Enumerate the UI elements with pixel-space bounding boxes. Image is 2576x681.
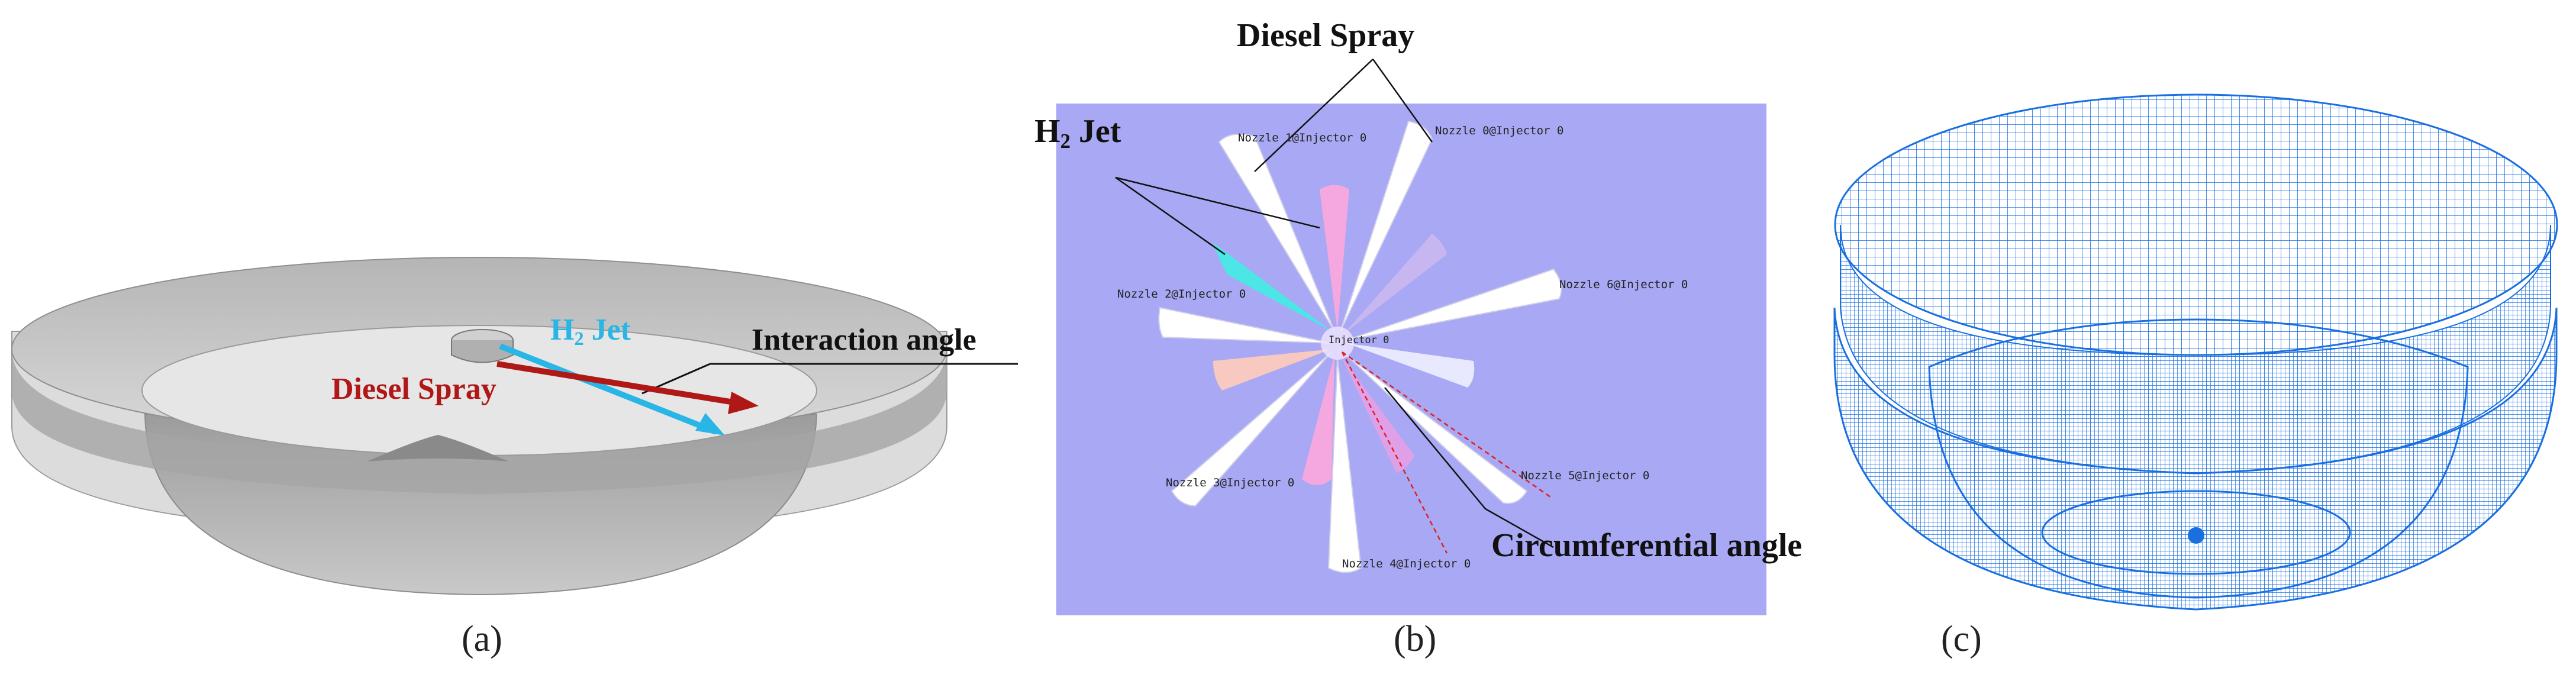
injector-stub-body <box>451 340 514 363</box>
h2-leader-1 <box>1115 176 1320 229</box>
caption-a: (a) <box>462 619 502 659</box>
bowl-pip <box>367 435 509 461</box>
h2-jet-label-b: H2 Jet <box>1034 113 1121 153</box>
diesel-leader-1 <box>1254 59 1374 172</box>
h2-jet-peach <box>1213 349 1331 390</box>
chamber-geometry-drawing <box>11 257 1018 596</box>
h2-jet-lavender <box>1343 234 1447 334</box>
diesel-spray-arrow-line <box>496 361 734 405</box>
hydrogen-jets <box>1213 185 1475 485</box>
diesel-plume-2 <box>1158 306 1332 344</box>
mesh-bowl-floor-ring <box>2041 490 2351 575</box>
diesel-spray-label-a: Diesel Spray <box>331 372 496 406</box>
diesel-plumes <box>1158 120 1562 573</box>
dark-band <box>12 349 947 494</box>
circumferential-angle-lines <box>1341 351 1551 554</box>
h2-jet-pink-bottom <box>1302 355 1334 485</box>
injector-center <box>1321 327 1354 360</box>
diesel-plume-5 <box>1346 354 1528 504</box>
diesel-leader-2 <box>1372 59 1433 143</box>
h2-jet-arrowhead <box>695 413 725 435</box>
nozzle-label-0: Nozzle 0@Injector 0 <box>1435 124 1564 137</box>
mesh-drawing <box>1833 93 2558 611</box>
h2-jet-cyan <box>1213 243 1331 331</box>
injector-center-label: Injector 0 <box>1329 334 1389 346</box>
nozzle-label-1: Nozzle 1@Injector 0 <box>1238 131 1367 144</box>
h2-leader-2 <box>1115 176 1226 256</box>
nozzle-label-3: Nozzle 3@Injector 0 <box>1166 476 1295 489</box>
circ-leader <box>1384 387 1486 509</box>
caption-c: (c) <box>1941 619 1982 659</box>
mesh-bowl <box>1928 318 2469 599</box>
mesh-center-point <box>2188 527 2204 544</box>
circ-leader-tail <box>1485 508 1554 548</box>
h2-jet-label-a: H2 Jet <box>550 313 631 350</box>
diesel-spray-arrowhead <box>728 392 759 414</box>
nozzle-label-2: Nozzle 2@Injector 0 <box>1117 288 1246 301</box>
nozzle-label-5: Nozzle 5@Injector 0 <box>1521 469 1650 482</box>
diesel-plume-3 <box>1171 351 1332 507</box>
nozzle-label-6: Nozzle 6@Injector 0 <box>1559 278 1688 291</box>
panel-b-spray-top-view: Diesel Spray H2 Jet Nozzle 1@Injector 0 … <box>1018 0 1870 681</box>
diesel-plume-6 <box>1346 268 1562 341</box>
circumferential-angle-label: Circumferential angle <box>1491 527 1803 564</box>
diesel-spray-label-b: Diesel Spray <box>1237 17 1415 54</box>
nozzle-label-4: Nozzle 4@Injector 0 <box>1342 557 1471 570</box>
h2-jet-pale <box>1346 343 1475 388</box>
h2-jet-pink-top <box>1320 185 1349 331</box>
h2-jet-arrow-line <box>499 343 717 435</box>
diesel-plume-1 <box>1218 133 1335 332</box>
caption-b: (b) <box>1394 619 1437 659</box>
panel-a-combustion-chamber-geometry: H2 Jet Diesel Spray Interaction angle (a… <box>0 0 1018 681</box>
interaction-angle-label: Interaction angle <box>752 323 976 357</box>
panel-c-computational-mesh: (c) <box>1817 0 2576 681</box>
diesel-plume-0 <box>1340 120 1433 332</box>
mesh-top-rim <box>1834 93 2558 356</box>
diesel-plume-4 <box>1327 357 1362 573</box>
leader-lines <box>1115 59 1554 548</box>
spray-top-view-drawing <box>1056 59 1766 615</box>
